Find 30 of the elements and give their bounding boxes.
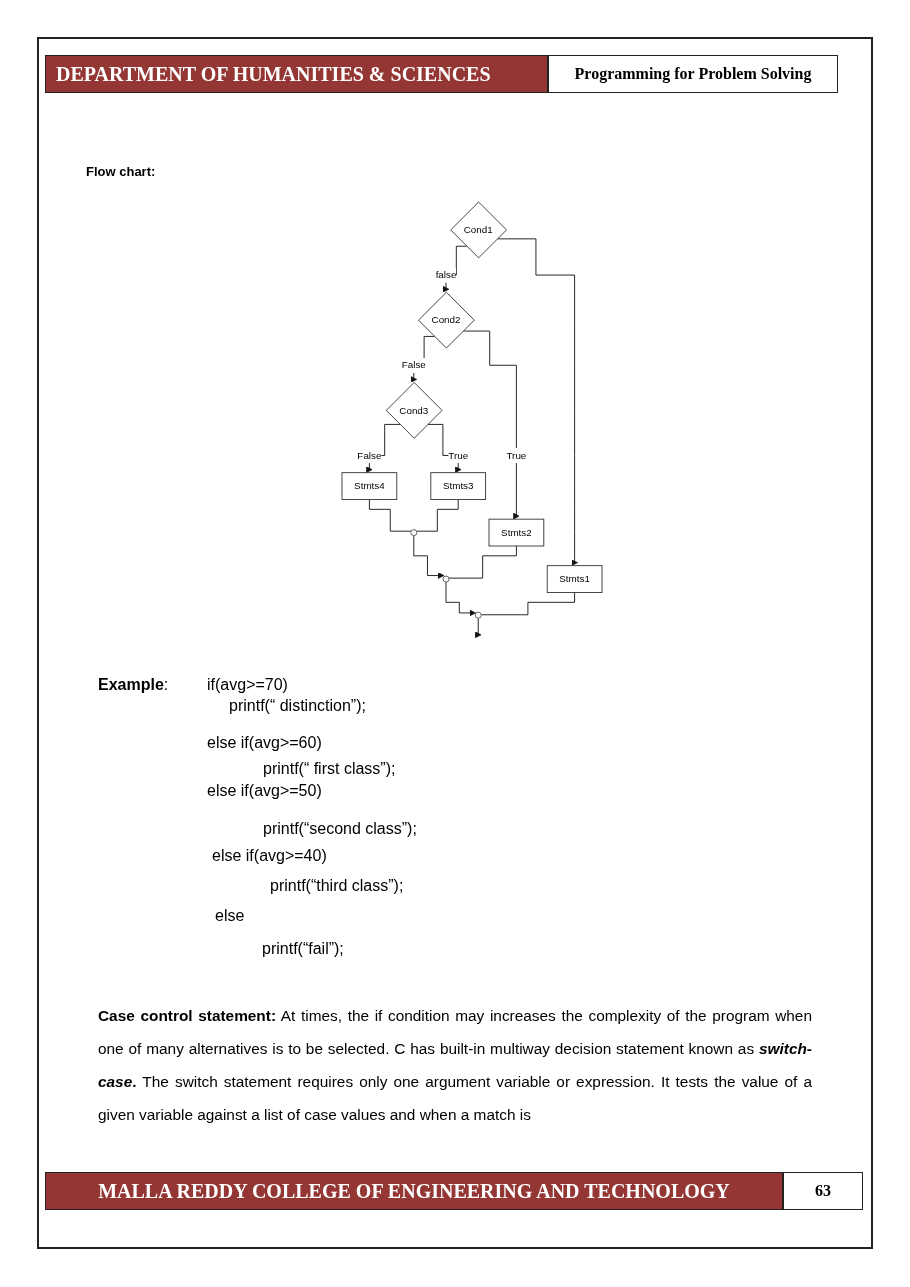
- process-box: Stmts2: [488, 518, 545, 547]
- junction-circle: [474, 611, 482, 619]
- decision-diamond: Cond1: [450, 201, 507, 259]
- code-line: printf(“third class”);: [270, 876, 404, 896]
- code-line: else if(avg>=50): [207, 781, 322, 801]
- junction-circle: [442, 575, 450, 583]
- example-label: Example:: [98, 675, 169, 695]
- code-line: printf(“ distinction”);: [229, 696, 366, 716]
- junction-circle: [410, 529, 418, 537]
- code-line: printf(“ first class”);: [263, 759, 396, 779]
- process-box: Stmts4: [341, 472, 398, 500]
- decision-diamond: Cond3: [385, 382, 443, 439]
- paragraph: Case control statement: At times, the if condition may increases the complexity of the program when one of many alternatives is to be selected. C has built-in multiway decision statement known as switch-case. The switch statement requires only one argument variable or expression. It tests the value of a given variable against a list of case values and when a match is: [98, 1006, 812, 1125]
- course-title: Programming for Problem Solving: [548, 55, 838, 93]
- process-box: Stmts3: [430, 472, 487, 500]
- edge-label: True: [506, 448, 527, 463]
- decision-diamond: Cond2: [418, 291, 475, 349]
- code-line: else: [215, 906, 245, 926]
- code-line: printf(“second class”);: [263, 819, 417, 839]
- code-line: if(avg>=70): [207, 675, 288, 695]
- section-heading: Flow chart:: [86, 164, 156, 179]
- footer-banner: MALLA REDDY COLLEGE OF ENGINEERING AND TECHNOLOGY: [45, 1172, 783, 1210]
- code-line: else if(avg>=60): [207, 733, 322, 753]
- header-banner: DEPARTMENT OF HUMANITIES & SCIENCES: [45, 55, 548, 93]
- edge-label: False: [401, 357, 426, 373]
- edge-label: false: [435, 267, 457, 283]
- page-number: 63: [783, 1172, 863, 1210]
- code-line: printf(“fail”);: [262, 939, 344, 959]
- process-box: Stmts1: [546, 565, 603, 593]
- code-line: else if(avg>=40): [212, 846, 327, 866]
